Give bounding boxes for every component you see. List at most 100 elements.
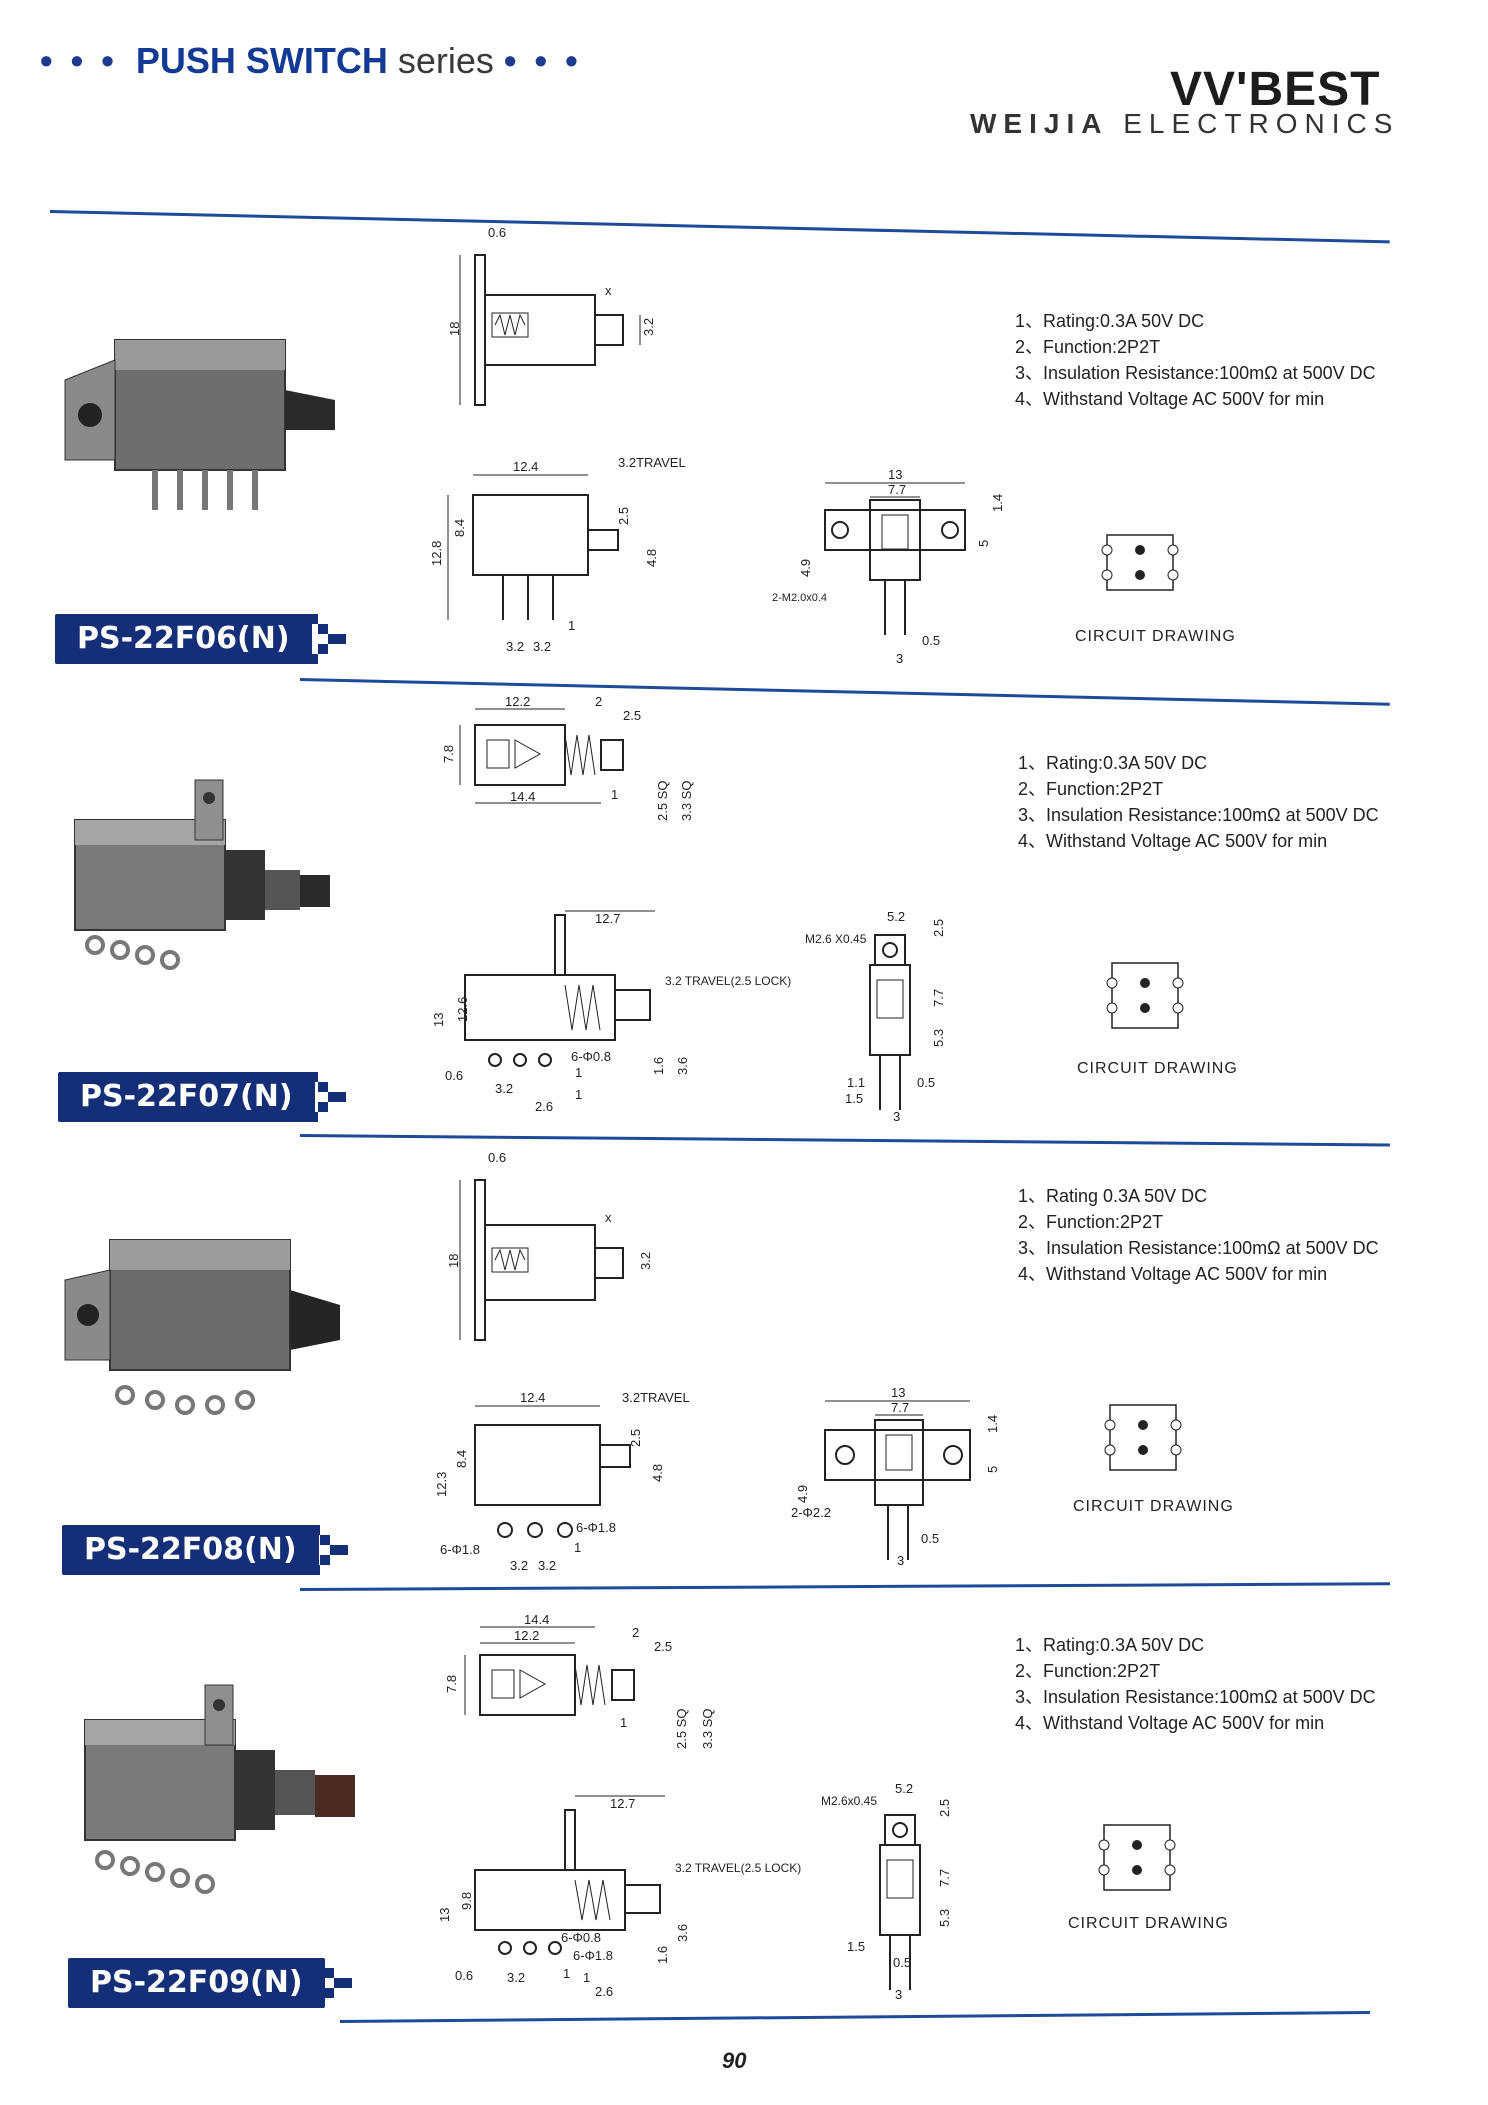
dim-label: 8.4 <box>454 1450 469 1468</box>
dim-label: 1.4 <box>990 494 1005 512</box>
dim-label: 1.4 <box>985 1415 1000 1433</box>
dim-label: 12.7 <box>595 911 620 926</box>
dim-label: 12.2 <box>505 695 530 709</box>
dim-label: M2.6x0.45 <box>821 1794 877 1808</box>
spec-item: 4、Withstand Voltage AC 500V for min <box>1018 1264 1328 1284</box>
dim-label: 2-Φ2.2 <box>791 1505 831 1520</box>
top-view-drawing: M2.6 X0.45 5.2 2.5 7.7 5.3 1.1 1.5 0.5 3 <box>805 909 946 1124</box>
spec-item: 1、Rating:0.3A 50V DC <box>1015 1635 1205 1655</box>
side-view-drawing: 14.4 12.2 2 2.5 7.8 1 2.5 SQ 3.3 SQ <box>444 1615 715 1749</box>
dim-label: 1.6 <box>651 1057 666 1075</box>
circuit-label: CIRCUIT DRAWING <box>1075 628 1236 645</box>
dim-label: 7.7 <box>937 1869 952 1887</box>
dim-label: 7.8 <box>441 745 456 763</box>
title-strong: PUSH SWITCH <box>135 40 388 81</box>
dim-label: 2.5 SQ <box>655 781 670 821</box>
dim-label: 0.5 <box>893 1955 911 1970</box>
dim-label: 13 <box>888 467 902 482</box>
dim-label: 2.5 <box>937 1799 952 1817</box>
dim-label: 3.2 <box>538 1558 556 1573</box>
dim-label: 0.5 <box>921 1531 939 1546</box>
title-dots-end-icon: • • • <box>503 40 582 81</box>
top-view-drawing: M2.6x0.45 5.2 2.5 7.7 5.3 1.5 0.5 3 <box>821 1781 952 2002</box>
dim-label: 2-M2.0x0.4 <box>772 592 827 604</box>
front-view-drawing: 12.4 3.2TRAVEL 12.8 8.4 2.5 4.8 1 3.2 3.… <box>429 455 686 654</box>
dim-label: 3.6 <box>675 1924 690 1942</box>
circuit-diagram <box>1106 962 1184 1029</box>
tag-pixel-icon <box>308 1072 346 1122</box>
dim-label: 3.2 <box>506 639 524 654</box>
company-name: WEIJIA ELECTRONICS <box>970 108 1399 140</box>
spec-item: 2、Function:2P2T <box>1018 1212 1164 1232</box>
spec-item: 4、Withstand Voltage AC 500V for min <box>1018 831 1328 851</box>
side-view-drawing: 12.2 2 2.5 7.8 14.4 1 2.5 SQ 3.3 SQ <box>441 695 694 821</box>
spec-item: 3、Insulation Resistance:100mΩ at 500V DC <box>1018 1238 1379 1258</box>
dim-label: 3.2 TRAVEL(2.5 LOCK) <box>675 1861 801 1875</box>
dim-label: x <box>605 283 612 298</box>
spec-item: 4、Withstand Voltage AC 500V for min <box>1015 1713 1325 1733</box>
dim-label: 1 <box>575 1065 582 1080</box>
dim-label: 4.9 <box>798 559 813 577</box>
dim-label: 6-Φ0.8 <box>561 1930 601 1945</box>
side-view-drawing: 0.6 18 x 3.2 <box>446 1150 653 1341</box>
dim-label: 2.5 SQ <box>674 1709 689 1749</box>
dim-label: 12.3 <box>434 1472 449 1497</box>
dim-label: 3.2 <box>638 1252 653 1270</box>
front-view-drawing: 12.7 3.2 TRAVEL(2.5 LOCK) 13 12.6 6-Φ0.8… <box>431 910 791 1114</box>
dim-label: 6-Φ1.8 <box>573 1948 613 1963</box>
dim-label: 0.5 <box>922 633 940 648</box>
top-view-drawing: 13 7.7 1.4 4.9 5 2-Φ2.2 0.5 3 <box>791 1385 1000 1568</box>
circuit-label: CIRCUIT DRAWING <box>1068 1915 1229 1932</box>
brand-logo: VV'BEST <box>1170 63 1381 116</box>
dim-label: 3.2 <box>507 1970 525 1985</box>
dim-label: 1.5 <box>847 1939 865 1954</box>
spec-list: 1、Rating 0.3A 50V DC 2、Function:2P2T 3、I… <box>1018 1183 1379 1287</box>
page-number: 90 <box>722 2048 747 2073</box>
dim-label: 2.5 <box>654 1639 672 1654</box>
company-bold: WEIJIA <box>970 108 1109 139</box>
dim-label: 12.2 <box>514 1628 539 1643</box>
top-view-drawing: 13 7.7 1.4 4.9 5 2-M2.0x0.4 0.5 3 <box>772 467 1005 666</box>
dim-label: 3.2 <box>641 318 656 336</box>
dim-label: 3.3 SQ <box>679 781 694 821</box>
section-rule-1 <box>49 210 1390 244</box>
dim-label: 13 <box>431 1013 446 1027</box>
side-view-drawing: 0.6 18 x 3.2 <box>447 225 656 406</box>
dim-label: 1 <box>574 1540 581 1555</box>
dim-label: 18 <box>447 322 462 336</box>
dim-label: 14.4 <box>524 1615 549 1627</box>
series-title: • • • PUSH SWITCH series • • • <box>40 40 590 82</box>
dim-label: 0.6 <box>445 1068 463 1083</box>
dim-label: 5 <box>985 1466 1000 1473</box>
product-photo-2 <box>74 779 330 970</box>
dim-label: 6-Φ1.8 <box>576 1520 616 1535</box>
dim-label: 4.8 <box>644 549 659 567</box>
model-tag: PS-22F06(N) <box>55 614 312 664</box>
spec-item: 2、Function:2P2T <box>1015 1661 1161 1681</box>
product-photo-3 <box>64 1239 340 1415</box>
dim-label: 3.2 <box>533 639 551 654</box>
dim-label: 1.6 <box>655 1946 670 1964</box>
dim-label: 5.3 <box>937 1909 952 1927</box>
dim-label: 3 <box>893 1109 900 1124</box>
spec-item: 4、Withstand Voltage AC 500V for min <box>1015 389 1325 409</box>
dim-label: 5.2 <box>887 909 905 924</box>
dim-label: 3.3 SQ <box>700 1709 715 1749</box>
dim-label: 2 <box>632 1625 639 1640</box>
spec-item: 3、Insulation Resistance:100mΩ at 500V DC <box>1015 1687 1376 1707</box>
model-tag: PS-22F09(N) <box>68 1958 325 2008</box>
dim-label: 4.8 <box>650 1464 665 1482</box>
dim-label: 3.2TRAVEL <box>622 1390 690 1405</box>
dim-label: 12.7 <box>610 1796 635 1811</box>
front-view-drawing: 12.4 3.2TRAVEL 12.3 8.4 2.5 4.8 6-Φ1.8 6… <box>434 1390 690 1573</box>
spec-item: 1、Rating 0.3A 50V DC <box>1018 1186 1208 1206</box>
dim-label: 6-Φ1.8 <box>440 1542 480 1557</box>
dim-label: 1.5 <box>845 1091 863 1106</box>
dim-label: 3.2 TRAVEL(2.5 LOCK) <box>665 974 791 988</box>
dim-label: 1 <box>620 1715 627 1730</box>
company-rest: ELECTRONICS <box>1123 108 1400 139</box>
dim-label: 5.2 <box>895 1781 913 1796</box>
spec-list: 1、Rating:0.3A 50V DC 2、Function:2P2T 3、I… <box>1015 308 1376 412</box>
dim-label: 0.5 <box>917 1075 935 1090</box>
dim-label: 3.6 <box>675 1057 690 1075</box>
